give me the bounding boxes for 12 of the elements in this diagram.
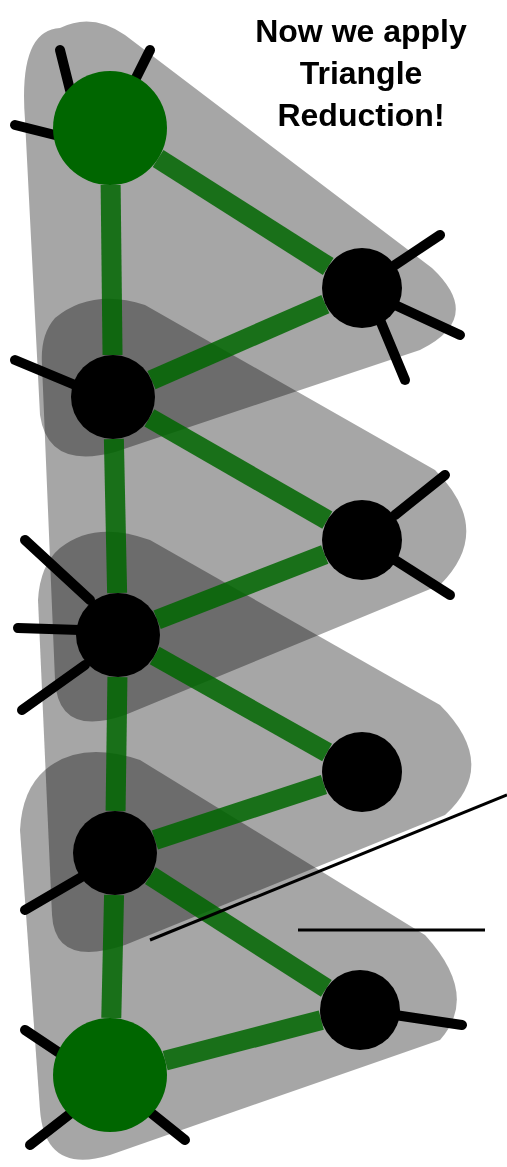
edge-line (100, 184, 123, 356)
graph-vertex (76, 593, 160, 677)
edge-line (103, 438, 128, 594)
edge-line (105, 676, 128, 812)
edge-line (152, 150, 334, 275)
edge-line (153, 545, 329, 630)
edge-line (162, 1010, 324, 1071)
edge-line (147, 294, 330, 390)
title: Now we apply Triangle Reduction! (254, 12, 468, 135)
graph-vertex (322, 248, 402, 328)
edge-line (144, 409, 333, 529)
edge-line (151, 774, 328, 850)
